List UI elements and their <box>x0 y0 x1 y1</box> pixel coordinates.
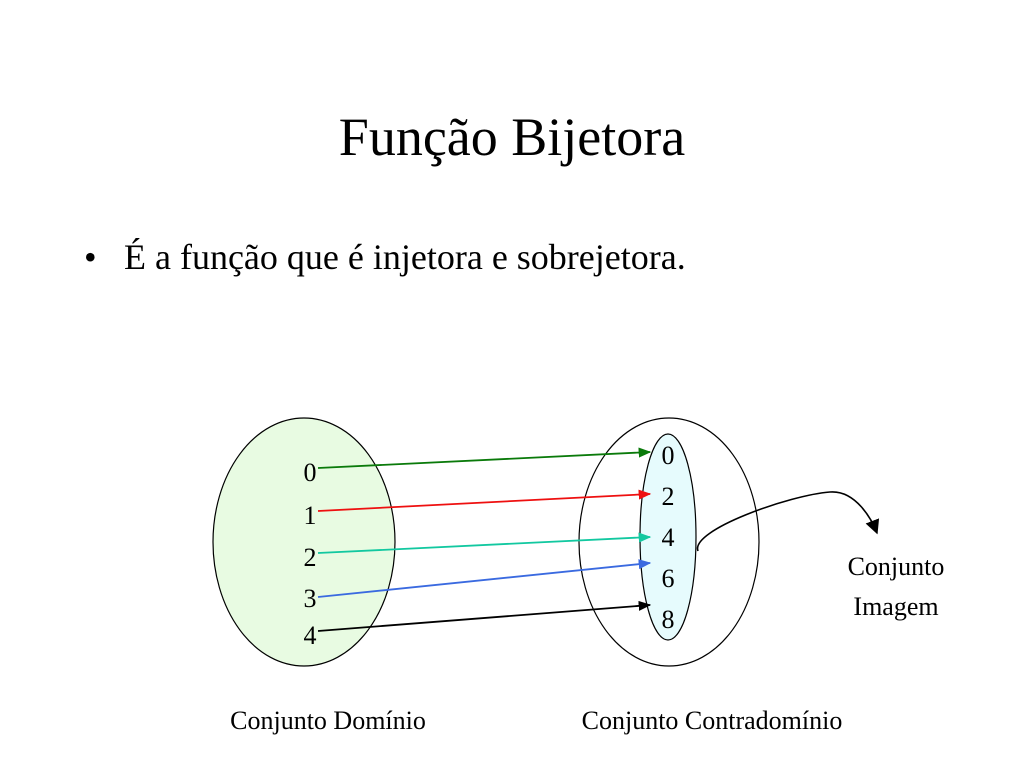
domain-value: 1 <box>304 501 317 530</box>
mapping-arrow <box>317 600 652 632</box>
codomain-value: 4 <box>662 523 675 552</box>
codomain-value: 8 <box>662 605 675 634</box>
bullet-item: • É a função que é injetora e sobrejetora… <box>84 232 686 282</box>
domain-value: 0 <box>304 458 317 487</box>
image-label-line2: Imagem <box>853 592 938 621</box>
mapping-arrow <box>317 447 652 469</box>
domain-set-ellipse <box>212 417 396 667</box>
codomain-value: 6 <box>662 564 675 593</box>
bullet-text: É a função que é injetora e sobrejetora. <box>124 237 686 277</box>
bullet-symbol: • <box>84 237 97 277</box>
codomain-value: 0 <box>662 441 675 470</box>
codomain-label: Conjunto Contradomínio <box>582 706 843 735</box>
codomain-value: 2 <box>662 482 675 511</box>
mapping-arrow <box>317 532 652 554</box>
mapping-arrow <box>317 489 652 512</box>
codomain-set-ellipse <box>578 417 760 667</box>
domain-value: 4 <box>304 621 317 650</box>
domain-value: 3 <box>304 584 317 613</box>
mapping-arrow <box>317 559 652 598</box>
image-label-line1: Conjunto <box>848 552 945 581</box>
domain-value: 2 <box>304 543 317 572</box>
domain-label: Conjunto Domínio <box>230 706 426 735</box>
slide-title: Função Bijetora <box>338 107 686 167</box>
image-pointer-arrow <box>697 491 880 552</box>
